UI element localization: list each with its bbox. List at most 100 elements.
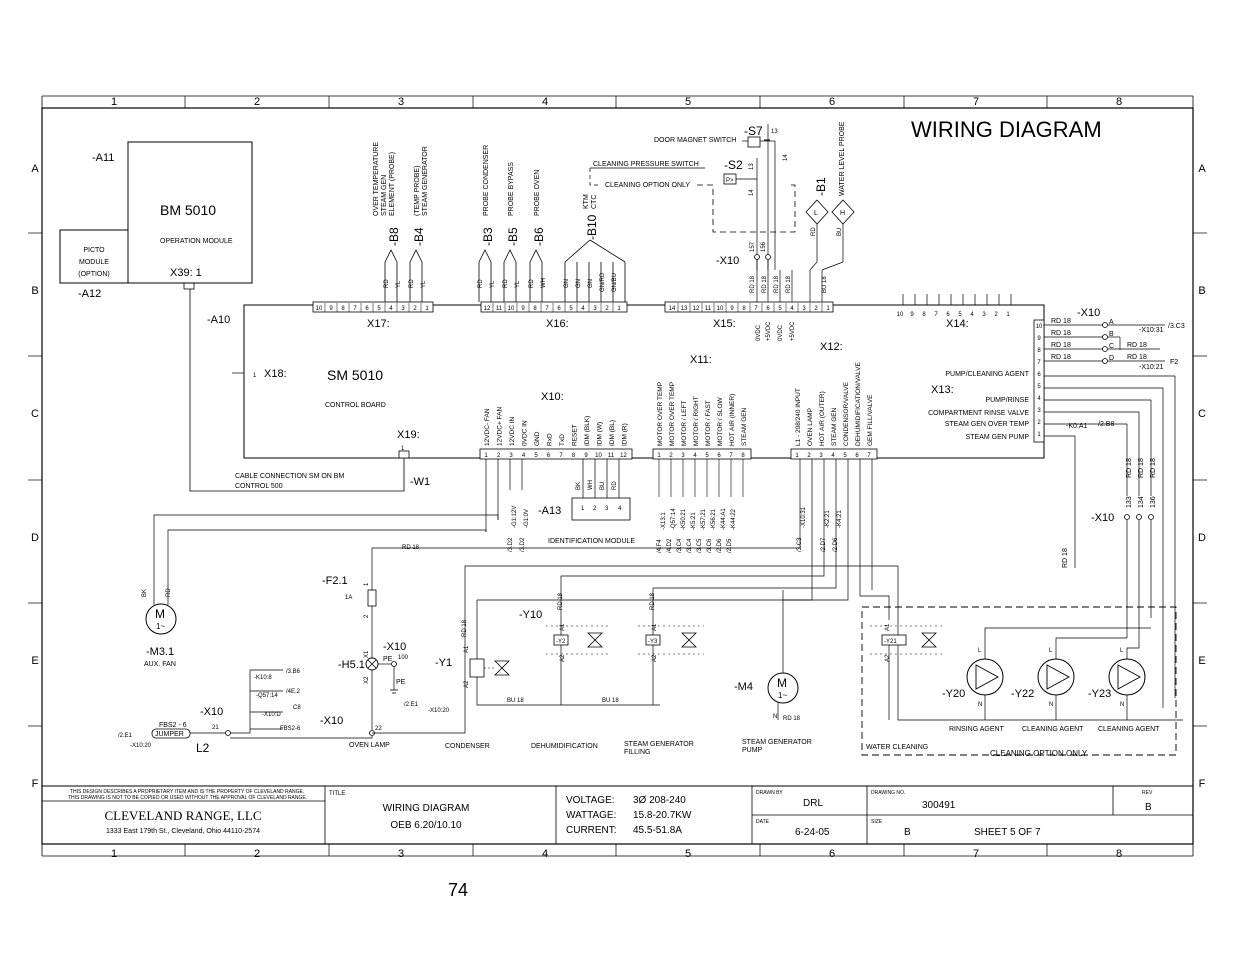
wc-2: YL xyxy=(396,280,402,288)
valve-y2: -Y10 -Y2 A1 A2 RD 18 DEHUMIDIFICATION xyxy=(519,588,610,750)
b10-ref: -B10 xyxy=(585,214,599,240)
m4-rd18: RD 18 xyxy=(783,716,801,722)
grid-col-top-8: 8 xyxy=(1116,96,1122,108)
wc-8: YL xyxy=(515,280,521,288)
s2-14: 14 xyxy=(749,189,755,196)
b3-ref: -B3 xyxy=(481,227,495,246)
a13-label: -A13 xyxy=(538,505,561,517)
b1-l: L xyxy=(814,210,818,217)
wc-7: RD xyxy=(503,279,509,288)
idm-w1: BK xyxy=(576,482,582,490)
x10-refs: -G1:12V -G1:0V /3.D2 /3.D2 xyxy=(485,459,530,552)
x13-label: X13: xyxy=(931,384,954,396)
cable-text-2: CONTROL 500 xyxy=(235,483,283,490)
valve-y3: -Y3 A1 A2 RD 18 STEAM GENERATOR FILLING xyxy=(624,588,704,756)
x10-func-8: IDM (BLK) xyxy=(584,416,591,446)
x11-pin-7: 7 xyxy=(729,453,733,459)
b8-label-3: ELEMENT (PROBE) xyxy=(389,152,396,216)
voltage-label: VOLTAGE: xyxy=(566,795,615,806)
x16-pin-1: 1 xyxy=(617,306,621,312)
x12-func-3: STEAM GEN xyxy=(831,407,838,446)
x13-label-1: PUMP/CLEANING AGENT xyxy=(945,371,1029,378)
clean-opt: CLEANING OPTION ONLY xyxy=(605,182,690,189)
y22-n: N xyxy=(1049,702,1053,708)
x12-pin-3: 3 xyxy=(819,453,823,459)
x12-func-1: OVEN LAMP xyxy=(807,408,814,446)
bm5010-desc: OPERATION MODULE xyxy=(160,238,233,245)
current-label: CURRENT: xyxy=(566,825,617,836)
y2-label: DEHUMIDIFICATION xyxy=(531,743,598,750)
b6-label: PROBE OVEN xyxy=(534,170,541,216)
x11-pin-2: 2 xyxy=(669,453,673,459)
x15-v3: 0VDC xyxy=(778,324,784,341)
idm-p3: 3 xyxy=(605,506,609,512)
x16-pin-12: 12 xyxy=(484,306,491,312)
pump-y23: L N -Y23 CLEANING AGENT xyxy=(1088,628,1160,733)
title-line-1: WIRING DIAGRAM xyxy=(383,803,470,814)
jref-5: -X10:D xyxy=(262,712,281,718)
x12-pin-1: 1 xyxy=(795,453,799,459)
x15-pin-12: 12 xyxy=(693,306,700,312)
b1-bu: BU xyxy=(837,228,843,236)
x18-label: X18: xyxy=(264,368,287,380)
bm5010-name: BM 5010 xyxy=(160,202,216,218)
x13-pin-9: 9 xyxy=(1037,336,1041,342)
y21-a2: A2 xyxy=(885,654,891,662)
x18-pin: 1 xyxy=(253,373,257,379)
x16-pin-2: 2 xyxy=(605,306,609,312)
x11-ref-1: -Q57:14 xyxy=(671,508,677,530)
h51-x2: X2 xyxy=(364,676,370,684)
x19-label: X19: xyxy=(397,429,420,441)
grid-col-top-2: 2 xyxy=(254,96,260,108)
x13-label-4: STEAM GEN OVER TEMP xyxy=(945,421,1030,428)
wattage-label: WATTAGE: xyxy=(566,810,616,821)
grid-col-bottom-4: 4 xyxy=(542,848,548,860)
picto-box xyxy=(59,229,129,284)
grid-col-bottom-2: 2 xyxy=(254,848,260,860)
grid-row-left-C: C xyxy=(31,408,39,420)
x11-func-1: MOTOR OVER TEMP xyxy=(669,382,676,446)
sm5010-desc: CONTROL BOARD xyxy=(325,402,386,409)
cable-text-1: CABLE CONNECTION SM ON BM xyxy=(235,473,344,480)
x10-pin-6: 6 xyxy=(547,453,551,459)
drawing-value: 300491 xyxy=(922,800,956,811)
jumper-x10: -X10 xyxy=(200,706,223,718)
page-number: 74 xyxy=(448,880,469,900)
y22-label: CLEANING AGENT xyxy=(1022,726,1084,733)
x16-pin-8: 8 xyxy=(533,306,537,312)
y3-a2: A2 xyxy=(652,654,658,662)
idm-w4: RD xyxy=(612,481,618,490)
s7-14: 14 xyxy=(783,154,789,161)
x17-pin-10: 10 xyxy=(316,306,323,312)
grid-border xyxy=(41,95,1194,857)
x19-pin: 1 xyxy=(401,446,405,452)
current-value: 45.5-51.8A xyxy=(633,825,682,836)
grid-row-right-A: A xyxy=(1198,163,1206,175)
x14-letter-b: B xyxy=(1109,331,1114,338)
x12-pin-5: 5 xyxy=(843,453,847,459)
voltage-value: 3Ø 208-240 xyxy=(633,795,686,806)
x14-letter-a: A xyxy=(1109,319,1114,326)
x15-pin-9: 9 xyxy=(730,306,734,312)
b1-ref: -B1 xyxy=(814,177,828,196)
m31-phase: 1~ xyxy=(156,622,165,631)
y23-ref: -Y23 xyxy=(1088,688,1111,700)
x15-pin-14: 14 xyxy=(669,306,676,312)
m31-bk: BK xyxy=(142,589,148,597)
y21-a1: A1 xyxy=(885,623,891,631)
x12-pin-7: 7 xyxy=(867,453,871,459)
jref-4: /4E.2 xyxy=(286,689,301,695)
x14-ref-2: /3.C3 xyxy=(1168,323,1185,330)
x13-pin-8: 8 xyxy=(1037,348,1041,354)
s7-label: DOOR MAGNET SWITCH xyxy=(654,137,736,144)
power-section: RD 18 -F2.1 1A 1 2 -H5.1 X1 X2 -X10 PE 1… xyxy=(230,459,1183,749)
grid-row-right-E: E xyxy=(1198,655,1205,667)
x11-pin-4: 4 xyxy=(693,453,697,459)
idm-p2: 2 xyxy=(593,506,597,512)
x17-pin-9: 9 xyxy=(329,306,333,312)
x10-pin-2: 2 xyxy=(497,453,501,459)
x14-pin-9: 9 xyxy=(910,312,914,318)
x10ref-3: /3.D2 xyxy=(508,537,514,552)
y22-ref: -Y22 xyxy=(1011,688,1034,700)
lamp-x10: -X10 xyxy=(383,641,406,653)
